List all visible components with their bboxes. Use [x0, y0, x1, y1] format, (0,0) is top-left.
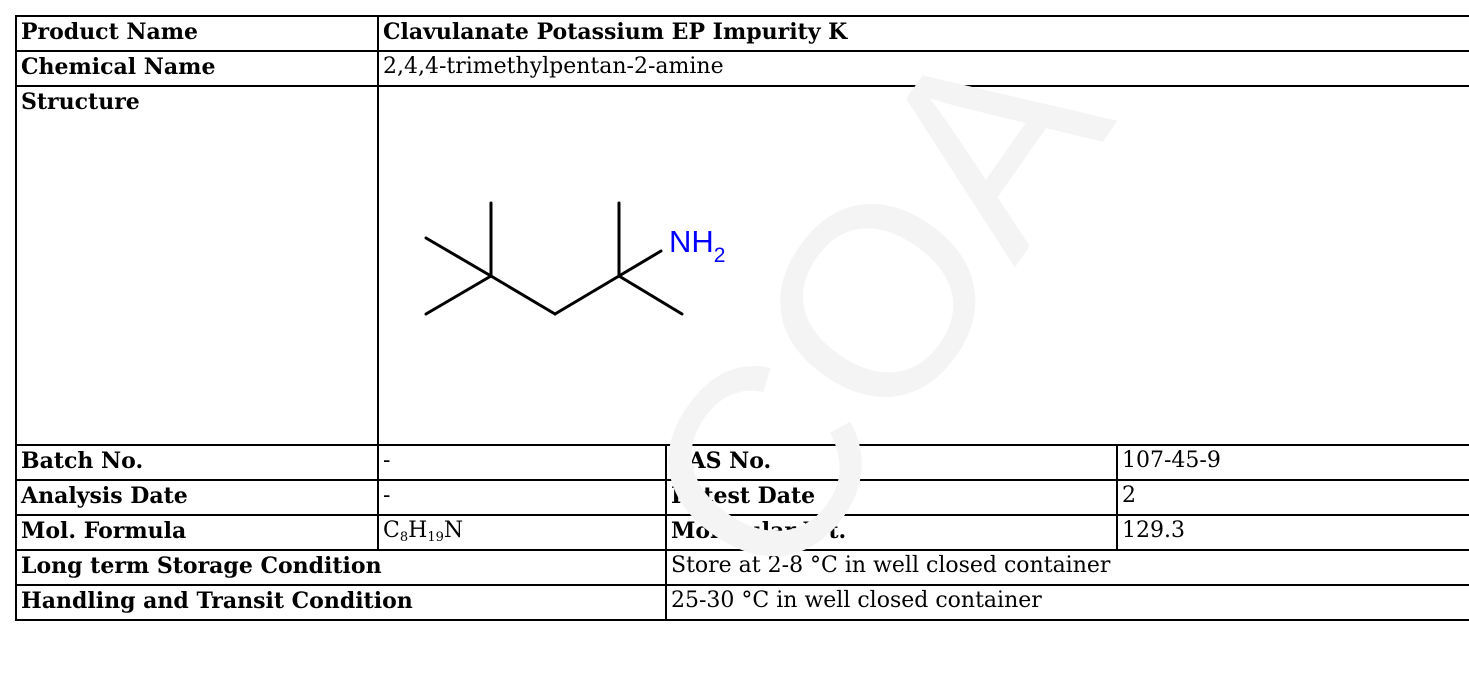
cas-no-value: 107-45-9	[1116, 444, 1469, 481]
bond-4	[489, 274, 557, 316]
row-batch-cas: Batch No. - CAS No. 107-45-9	[15, 444, 1469, 481]
row-chemical-name: Chemical Name 2,4,4-trimethylpentan-2-am…	[15, 50, 1469, 87]
structure-label: Structure	[15, 85, 379, 446]
analysis-date-label: Analysis Date	[15, 479, 379, 516]
row-dates: Analysis Date - Retest Date 2	[15, 479, 1469, 516]
bond-8	[617, 249, 663, 278]
bond-3	[424, 274, 493, 316]
product-info-table: Product Name Clavulanate Potassium EP Im…	[15, 15, 1469, 621]
row-formula-weight: Mol. Formula C8H19N Molecular Wt. 129.3	[15, 514, 1469, 551]
chemical-name-label: Chemical Name	[15, 50, 379, 87]
bond-7	[617, 274, 684, 316]
bond-5	[553, 274, 621, 316]
molecule-structure: NH2	[424, 201, 725, 316]
row-long-term-storage: Long term Storage Condition Store at 2-8…	[15, 549, 1469, 586]
batch-no-label: Batch No.	[15, 444, 379, 481]
molecular-weight-value: 129.3	[1116, 514, 1469, 551]
product-name-value: Clavulanate Potassium EP Impurity K	[377, 15, 1469, 52]
long-term-storage-label: Long term Storage Condition	[15, 549, 667, 586]
handling-transit-label: Handling and Transit Condition	[15, 584, 667, 621]
batch-no-value: -	[377, 444, 667, 481]
mol-formula-value: C8H19N	[377, 514, 667, 551]
retest-date-value: 2	[1116, 479, 1469, 516]
row-product-name: Product Name Clavulanate Potassium EP Im…	[15, 15, 1469, 52]
bond-1	[424, 236, 493, 278]
long-term-storage-value: Store at 2-8 °C in well closed container	[665, 549, 1469, 586]
product-name-label: Product Name	[15, 15, 379, 52]
analysis-date-value: -	[377, 479, 667, 516]
handling-transit-value: 25-30 °C in well closed container	[665, 584, 1469, 621]
retest-date-label: Retest Date	[665, 479, 1118, 516]
amine-group-label: NH2	[669, 224, 725, 267]
chemical-name-value: 2,4,4-trimethylpentan-2-amine	[377, 50, 1469, 87]
mol-formula-label: Mol. Formula	[15, 514, 379, 551]
row-structure: Structure NH2	[15, 85, 1469, 446]
molecular-weight-label: Molecular Wt.	[665, 514, 1118, 551]
structure-image: NH2	[377, 85, 1469, 446]
row-handling-transit: Handling and Transit Condition 25-30 °C …	[15, 584, 1469, 621]
cas-no-label: CAS No.	[665, 444, 1118, 481]
